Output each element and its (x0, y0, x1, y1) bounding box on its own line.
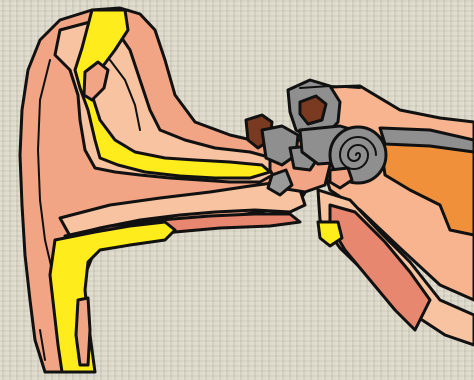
cartilage-lower-inner (76, 298, 90, 365)
cartilage-lower (50, 222, 175, 372)
semicircular-canal-inner (300, 96, 326, 124)
